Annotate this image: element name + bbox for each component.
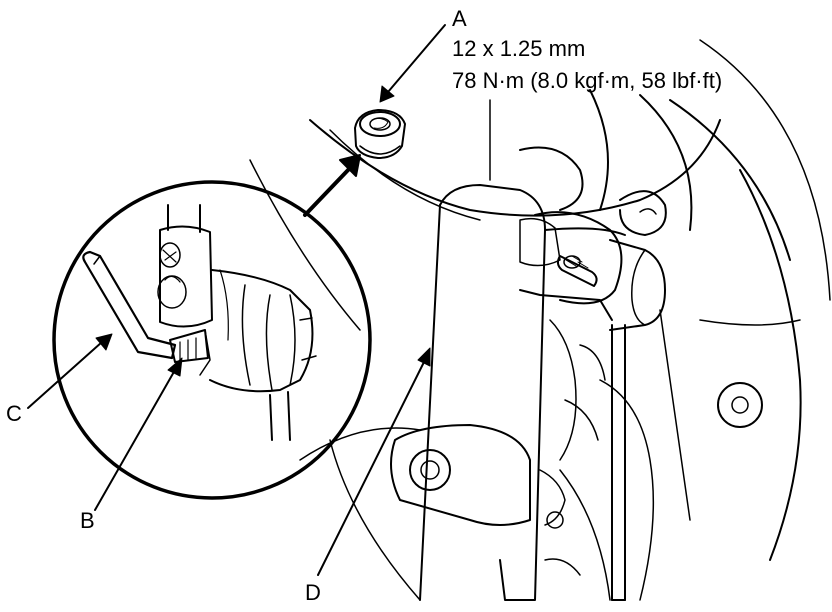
callout-d-letter: D [305, 580, 321, 605]
caliper-body [420, 185, 665, 600]
callout-c-letter: C [6, 401, 22, 426]
callout-a-letter: A [452, 6, 467, 31]
callout-b-letter: B [80, 508, 95, 533]
flange-nut-a [355, 110, 405, 158]
callout-a-torque-spec: 78 N·m (8.0 kgf·m, 58 lbf·ft) [452, 68, 723, 93]
knuckle-background [250, 40, 830, 600]
caliper-bracket [391, 320, 605, 575]
callout-a-thread-spec: 12 x 1.25 mm [452, 36, 586, 61]
caliper-stud [558, 256, 597, 286]
leader-lines [28, 25, 445, 575]
detail-magnifier [54, 155, 370, 498]
